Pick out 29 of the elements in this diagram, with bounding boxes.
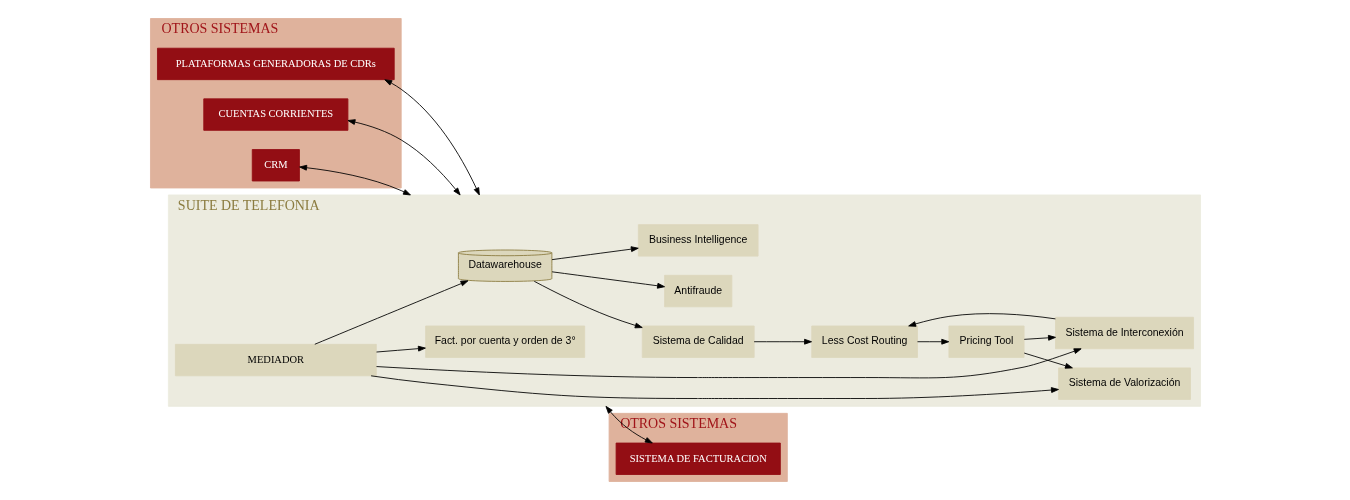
arrow — [605, 405, 653, 444]
arrow — [551, 271, 665, 289]
arrow — [1023, 334, 1056, 341]
node-box: CRM — [251, 149, 300, 182]
node-box: SISTEMA DE FACTURACION — [615, 442, 781, 475]
arrow — [313, 280, 468, 345]
node-box: Sistema de Calidad — [641, 325, 755, 358]
arrow — [375, 345, 426, 353]
node-box: Antifraude — [663, 274, 732, 308]
node-box: Fact. por cuenta y orden de 3° — [424, 325, 585, 358]
node-box: MEDIADOR — [174, 343, 377, 377]
node-box: CUENTAS CORRIENTES — [202, 98, 348, 131]
arrow — [753, 338, 812, 345]
arrow — [916, 338, 949, 345]
arrow — [383, 79, 480, 196]
node-box: Business Intelligence — [637, 224, 758, 257]
arrow — [370, 375, 1059, 399]
node-box: PLATAFORMAS GENERADORAS DE CDRs — [156, 47, 395, 81]
node-box: Sistema de Interconexión — [1054, 316, 1194, 350]
node-box: Less Cost Routing — [810, 325, 918, 358]
arrow — [1023, 352, 1073, 369]
arrow — [907, 313, 1056, 327]
node-box: Sistema de Valorización — [1057, 367, 1191, 400]
arrow — [551, 246, 639, 261]
arrow — [533, 280, 643, 329]
arrow — [298, 164, 411, 196]
node-box: Pricing Tool — [948, 325, 1024, 358]
arrow — [347, 119, 461, 196]
arrow — [375, 348, 1082, 379]
